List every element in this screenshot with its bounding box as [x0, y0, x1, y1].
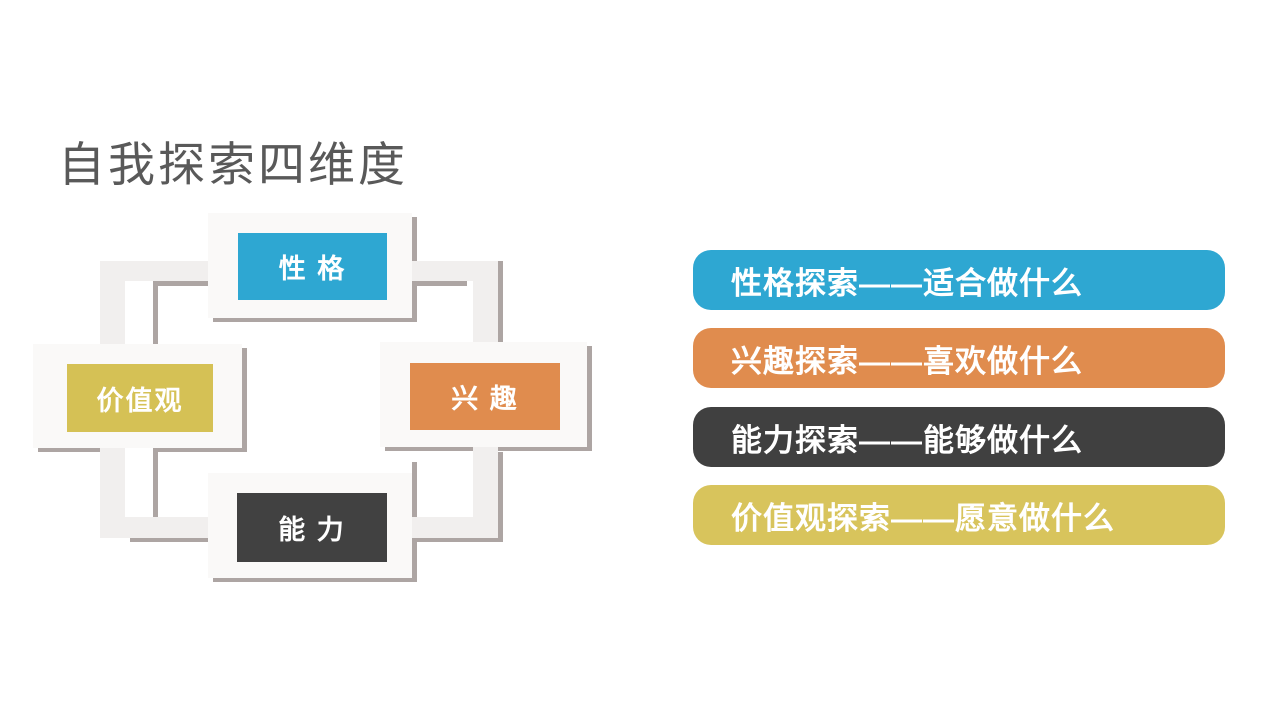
connector-shadow-line	[412, 537, 503, 542]
banner-label: 性格探索——适合做什么	[731, 265, 1083, 301]
connector-shadow-line	[498, 452, 503, 542]
connector-shadow-line	[153, 281, 208, 286]
banner-ability-exploration: 能力探索——能够做什么	[693, 407, 1225, 467]
banner-label: 价值观探索——愿意做什么	[731, 500, 1115, 536]
connector-gap-strip	[125, 448, 153, 517]
connector-gap-strip	[125, 286, 153, 348]
slide-title: 自我探索四维度	[58, 140, 408, 192]
node-interests: 兴 趣	[410, 363, 560, 430]
node-personality: 性 格	[238, 233, 387, 300]
banner-values-exploration: 价值观探索——愿意做什么	[693, 485, 1225, 545]
banner-interest-exploration: 兴趣探索——喜欢做什么	[693, 328, 1225, 388]
connector-shadow-line	[130, 537, 217, 542]
node-abilities: 能 力	[237, 493, 387, 562]
banner-personality-exploration: 性格探索——适合做什么	[693, 250, 1225, 310]
connector-shadow-line	[153, 452, 158, 517]
connector-shadow-line	[412, 281, 467, 286]
banner-label: 兴趣探索——喜欢做什么	[731, 343, 1083, 379]
node-values: 价值观	[67, 364, 213, 432]
connector-shadow-line	[498, 261, 503, 347]
banner-label: 能力探索——能够做什么	[731, 422, 1083, 458]
connector-shadow-line	[153, 281, 158, 348]
